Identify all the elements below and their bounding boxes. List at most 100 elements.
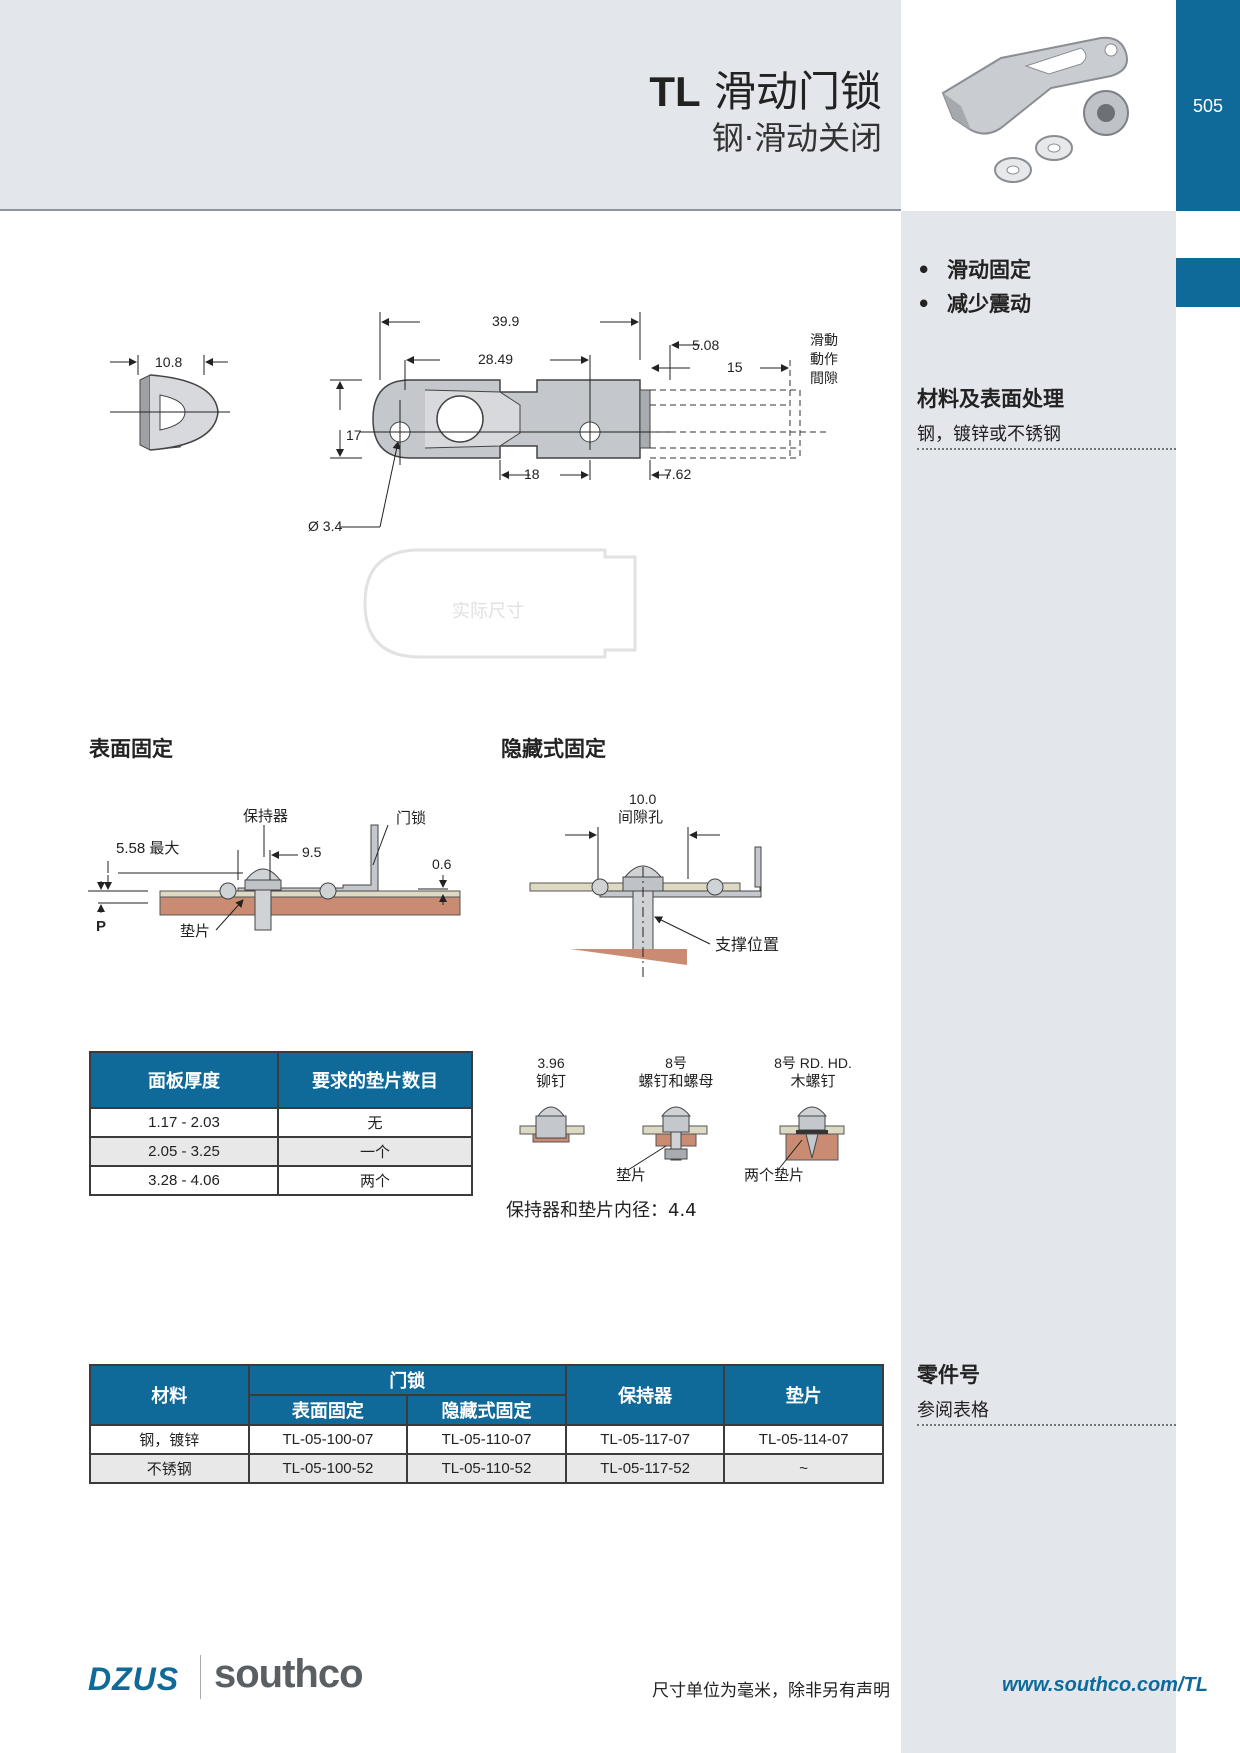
table-row: 钢，镀锌 TL-05-100-07 TL-05-110-07 TL-05-117… xyxy=(89,1424,884,1455)
travel-label-1: 滑動 xyxy=(810,332,838,348)
thickness-cell: 1.17 - 2.03 xyxy=(89,1107,279,1138)
washer-label: 垫片 xyxy=(180,923,210,940)
feature-list: 滑动固定 减少震动 xyxy=(917,253,1031,321)
page-title: TL 滑动门锁 xyxy=(649,58,882,119)
page-number: 505 xyxy=(1192,96,1224,116)
fastener-options-drawing: 3.96 铆钉 8号 螺钉和螺母 8号 RD. HD. 木螺钉 垫片 两个垫片 xyxy=(519,1055,852,1184)
retainer-label: 保持器 xyxy=(243,808,288,825)
col-washer-count: 要求的垫片数目 xyxy=(277,1051,473,1109)
count-cell: 一个 xyxy=(277,1136,473,1167)
col-surface-mount: 表面固定 xyxy=(247,1394,409,1426)
website-link[interactable]: www.southco.com/TL xyxy=(1002,1674,1208,1696)
panel-thickness-table: 面板厚度 要求的垫片数目 1.17 - 2.03 无 2.05 - 3.25 一… xyxy=(89,1051,473,1196)
part-number-cell: TL-05-117-52 xyxy=(564,1453,726,1484)
dim-18: 18 xyxy=(524,466,540,482)
part-heading: 零件号 xyxy=(917,1363,980,1387)
two-washers-note: 两个垫片 xyxy=(744,1167,804,1184)
travel-label-2: 動作 xyxy=(810,351,838,367)
header-band xyxy=(0,0,901,211)
thickness-cell: 3.28 - 4.06 xyxy=(89,1165,279,1196)
part-number-cell: TL-05-100-52 xyxy=(247,1453,409,1484)
dimensions xyxy=(330,312,789,528)
table-row: 不锈钢 TL-05-100-52 TL-05-110-52 TL-05-117-… xyxy=(89,1453,884,1484)
dim-5-08: 5.08 xyxy=(692,337,719,353)
dim-10-8: 10.8 xyxy=(155,354,182,370)
units-note: 尺寸单位为毫米，除非另有声明 xyxy=(652,1681,890,1701)
p-label: P xyxy=(96,918,106,935)
material-heading: 材料及表面处理 xyxy=(917,387,1064,411)
count-cell: 无 xyxy=(277,1107,473,1138)
feature-item: 滑动固定 xyxy=(917,253,1031,287)
southco-logo: southco xyxy=(214,1652,364,1696)
divider xyxy=(917,448,1176,450)
logo-separator xyxy=(200,1655,201,1699)
material-cell: 不锈钢 xyxy=(89,1453,250,1484)
part-text: 参阅表格 xyxy=(917,1400,989,1421)
title-code: TL xyxy=(649,68,701,115)
screw-nut-icon xyxy=(627,1106,708,1171)
actual-size-label: 实际尺寸 xyxy=(452,601,524,621)
wood-screw-icon xyxy=(777,1106,845,1171)
page-tab xyxy=(1176,0,1240,211)
count-cell: 两个 xyxy=(277,1165,473,1196)
sidebar-column xyxy=(901,211,1176,1753)
surface-mount-drawing: 保持器 门锁 5.58 最大 9.5 0.6 P 垫片 xyxy=(88,808,461,940)
dim-7-62: 7.62 xyxy=(664,466,691,482)
page-subtitle: 钢·滑动关闭 xyxy=(711,119,882,157)
product-photo xyxy=(901,0,1176,211)
col-panel-thickness: 面板厚度 xyxy=(89,1051,279,1109)
surface-mount-title: 表面固定 xyxy=(89,737,173,761)
latch-top-view xyxy=(360,360,830,465)
part-number-cell: TL-05-114-07 xyxy=(723,1424,884,1455)
dim-39-9: 39.9 xyxy=(492,313,519,329)
dim-17: 17 xyxy=(346,427,362,443)
dim-9-5: 9.5 xyxy=(302,844,322,860)
max-label: 5.58 最大 xyxy=(116,840,179,857)
table-row: 1.17 - 2.03 无 xyxy=(89,1107,473,1138)
feature-item: 减少震动 xyxy=(917,287,1031,321)
section-tab xyxy=(1176,258,1240,307)
col-material: 材料 xyxy=(89,1364,250,1426)
actual-size-outline xyxy=(363,548,637,659)
part-number-cell: TL-05-110-52 xyxy=(406,1453,567,1484)
concealed-mount-drawing: 10.0 间隙孔 支撑位置 xyxy=(529,791,779,977)
concealed-mount-title: 隐藏式固定 xyxy=(501,737,606,761)
clearance-value: 10.0 xyxy=(629,791,656,807)
fastener-2-line1: 8号 xyxy=(665,1055,687,1071)
title-name: 滑动门锁 xyxy=(713,67,882,116)
fastener-3-line2: 木螺钉 xyxy=(790,1073,835,1090)
fastener-1-line1: 3.96 xyxy=(537,1055,564,1071)
dim-0-6: 0.6 xyxy=(432,856,452,872)
part-number-table: 材料 门锁 保持器 垫片 表面固定 隐藏式固定 钢，镀锌 TL-05-100-0… xyxy=(89,1364,884,1484)
latch-dimension-drawing: 10.8 xyxy=(110,312,838,659)
fastener-2-line2: 螺钉和螺母 xyxy=(638,1073,713,1090)
clearance-label: 间隙孔 xyxy=(618,809,663,826)
col-latch: 门锁 xyxy=(247,1364,567,1396)
washer-note: 垫片 xyxy=(616,1167,646,1184)
dzus-logo: DZUS xyxy=(88,1661,180,1697)
part-number-cell: ~ xyxy=(723,1453,884,1484)
support-label: 支撑位置 xyxy=(715,936,779,954)
travel-label-3: 間隙 xyxy=(810,370,838,386)
dim-diameter-3-4: Ø 3.4 xyxy=(308,518,342,534)
fastener-1-line2: 铆钉 xyxy=(536,1073,566,1090)
divider xyxy=(917,1424,1176,1426)
latch-label: 门锁 xyxy=(396,810,426,827)
dim-15: 15 xyxy=(727,359,743,375)
material-text: 钢，镀锌或不锈钢 xyxy=(917,424,1061,445)
inner-diameter-note: 保持器和垫片内径：4.4 xyxy=(506,1200,697,1221)
dim-28-49: 28.49 xyxy=(478,351,513,367)
rivet-icon xyxy=(519,1106,585,1143)
part-number-cell: TL-05-100-07 xyxy=(247,1424,409,1455)
part-number-cell: TL-05-110-07 xyxy=(406,1424,567,1455)
table-row: 2.05 - 3.25 一个 xyxy=(89,1136,473,1167)
part-number-cell: TL-05-117-07 xyxy=(564,1424,726,1455)
col-retainer: 保持器 xyxy=(564,1364,726,1426)
material-cell: 钢，镀锌 xyxy=(89,1424,250,1455)
thickness-cell: 2.05 - 3.25 xyxy=(89,1136,279,1167)
product-photo-image xyxy=(941,36,1129,183)
col-concealed-mount: 隐藏式固定 xyxy=(406,1394,567,1426)
side-view: 10.8 xyxy=(110,354,230,451)
fastener-3-line1: 8号 RD. HD. xyxy=(774,1055,852,1071)
col-washer: 垫片 xyxy=(723,1364,884,1426)
